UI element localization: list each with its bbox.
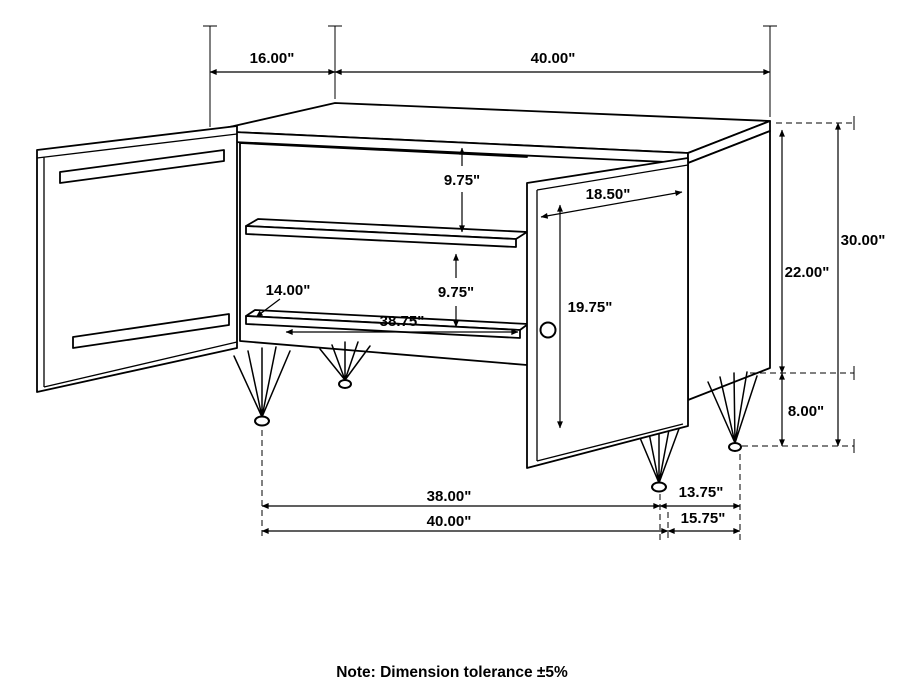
front-right-foot — [651, 481, 667, 493]
dimension-labels: 16.00" 40.00" 9.75" 18.50" 30.00" 22.00"… — [250, 50, 886, 530]
label-shelf-gap-upper: 9.75" — [444, 172, 480, 189]
label-leg-height: 8.00" — [788, 403, 824, 420]
label-door-width: 18.50" — [586, 186, 631, 203]
cabinet-body — [211, 102, 771, 401]
cabinet-right-panel — [687, 130, 771, 401]
door-knob — [539, 321, 557, 339]
label-interior-width: 38.75" — [380, 313, 425, 330]
label-base-depth: 15.75" — [681, 510, 726, 527]
dim-leader-interior-depth — [255, 298, 281, 318]
left-door-top-slat — [59, 149, 225, 184]
right-door-open — [526, 157, 689, 469]
cabinet-interior — [239, 142, 529, 366]
label-top-width: 40.00" — [531, 50, 576, 67]
back-left-leg — [319, 341, 371, 389]
cabinet-legs — [233, 341, 758, 493]
front-right-leg — [629, 402, 688, 493]
label-front-leg-span: 38.00" — [427, 488, 472, 505]
label-base-width: 40.00" — [427, 513, 472, 530]
label-right-leg-span: 13.75" — [679, 484, 724, 501]
label-shelf-gap-lower: 9.75" — [438, 284, 474, 301]
label-overall-height: 30.00" — [841, 232, 886, 249]
label-interior-depth: 14.00" — [266, 282, 311, 299]
left-door-open — [36, 125, 238, 393]
back-right-leg — [707, 371, 758, 452]
label-body-height: 22.00" — [785, 264, 830, 281]
label-door-height: 19.75" — [568, 299, 613, 316]
left-door-bottom-slat — [72, 313, 230, 349]
interior-shelf-front-edge — [245, 225, 517, 248]
label-top-depth: 16.00" — [250, 50, 295, 67]
front-left-leg — [233, 346, 291, 427]
dim-line-door-width — [540, 190, 683, 219]
right-door-panel — [526, 157, 689, 469]
back-right-foot — [728, 442, 742, 452]
back-left-foot — [338, 379, 352, 389]
dimension-lines — [209, 69, 841, 534]
tolerance-note: Note: Dimension tolerance ±5% — [336, 664, 568, 681]
front-left-foot — [254, 415, 270, 427]
